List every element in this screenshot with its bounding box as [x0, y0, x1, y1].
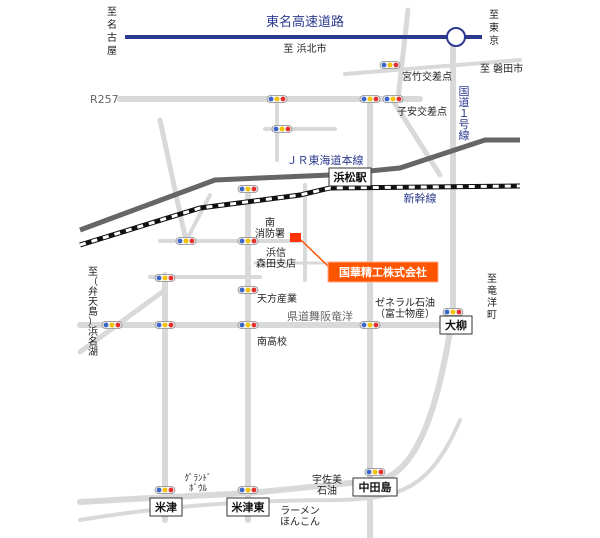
station-hamamatsu-label: 浜松駅: [334, 170, 367, 184]
label-ramen: ラーメンほんこん: [280, 505, 320, 528]
company-marker[interactable]: 国華精工株式会社: [290, 233, 439, 283]
traffic-signal: [237, 185, 259, 193]
traffic-signal: [101, 321, 123, 329]
company-name-box: [327, 261, 439, 283]
label-tenpo: 天方産業: [257, 292, 297, 305]
label-usami: 宇佐美石油: [312, 473, 342, 497]
intersection-ohyanagi-label: 大柳: [445, 318, 467, 332]
road-diag-miyatake: [389, 96, 443, 178]
traffic-signal: [237, 486, 259, 494]
label-jr-tokaido: ＪＲ東海道本線: [287, 153, 364, 167]
road-diag-hamanako: [77, 287, 168, 355]
traffic-signal: [154, 486, 176, 494]
company-name-label: 国華精工株式会社: [339, 265, 427, 279]
intersection-yonezu: 米津: [149, 497, 183, 517]
intersection-ohyanagi: 大柳: [439, 315, 473, 335]
traffic-signal: [266, 95, 288, 103]
label-r257: R257: [90, 93, 119, 106]
intersection-yonezu-higashi: 米津東: [226, 497, 270, 517]
traffic-signal: [175, 237, 197, 245]
station-hamamatsu: 浜松駅: [328, 167, 372, 187]
traffic-signal: [154, 274, 176, 282]
traffic-signal: [237, 237, 259, 245]
label-ground-bowl: ｸﾞﾗﾝﾄﾞﾎﾞｳﾙ: [184, 473, 211, 494]
map-labels: 至名古屋 至東京 至 浜北市 至 磐田市 宮竹交差点 子安交差点 R257 国道…: [88, 6, 523, 528]
traffic-signal: [382, 95, 404, 103]
traffic-signal: [379, 61, 401, 69]
traffic-signals: [101, 61, 464, 494]
label-general-oil: ゼネラル石油（富士物産）: [375, 296, 435, 320]
road-network: [77, 7, 522, 538]
intersection-yonezu-label: 米津: [154, 500, 177, 514]
traffic-signal: [359, 321, 381, 329]
intersection-nakatajima: 中田島: [352, 477, 398, 497]
traffic-signal: [154, 321, 176, 329]
label-koyasu: 子安交差点: [397, 105, 447, 118]
road-diag-upper-left: [157, 117, 189, 244]
expressway-label: 東名高速道路: [266, 14, 344, 30]
traffic-signal: [237, 286, 259, 294]
label-fire-station: 南消防署: [255, 216, 285, 240]
dir-hamanako: 至（弁天島）浜名湖: [88, 266, 98, 358]
road-v-top: [395, 7, 411, 102]
dir-hamakita: 至 浜北市: [283, 42, 326, 55]
label-national-1: 国道１号線: [459, 85, 470, 142]
expressway: 東名高速道路: [125, 14, 482, 47]
label-high-school: 南高校: [257, 335, 287, 348]
dir-ryuyo: 至竜洋町: [487, 273, 497, 321]
road-diag-upper-left2: [184, 193, 212, 243]
intersection-nakatajima-label: 中田島: [359, 480, 392, 494]
dir-tokyo: 至東京: [489, 9, 499, 47]
company-callout-line: [300, 239, 331, 269]
traffic-signal: [359, 95, 381, 103]
intersection-yonezu-higashi-label: 米津東: [231, 500, 266, 514]
traffic-signal: [442, 308, 464, 316]
dir-iwata: 至 磐田市: [480, 62, 523, 75]
label-prefectural: 県道舞阪竜洋: [287, 309, 353, 323]
label-bank: 浜信森田支店: [256, 247, 296, 270]
road-upper-right: [343, 58, 522, 76]
traffic-signal: [364, 468, 386, 476]
label-shinkansen: 新幹線: [404, 191, 437, 205]
expressway-interchange: [446, 27, 466, 47]
traffic-signal: [271, 125, 293, 133]
company-location-square: [290, 233, 301, 242]
label-miyatake: 宮竹交差点: [402, 70, 452, 83]
traffic-signal: [237, 321, 259, 329]
dir-nagoya: 至名古屋: [107, 6, 117, 57]
shinkansen-line: [79, 183, 521, 248]
